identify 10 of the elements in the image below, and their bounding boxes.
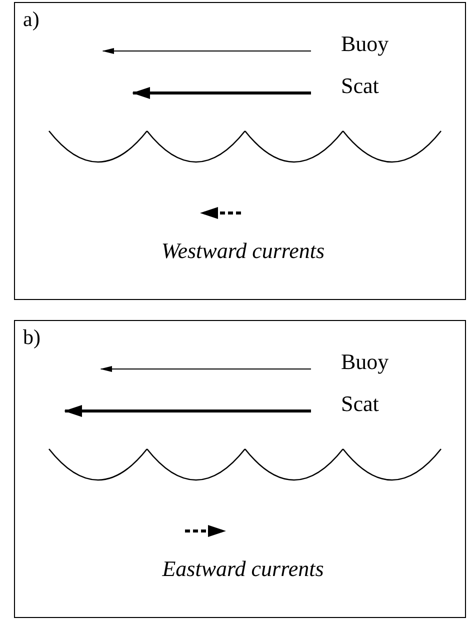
- panel-frame: [14, 320, 466, 618]
- wind-label: Buoy: [341, 33, 389, 55]
- panel-frame: [14, 2, 466, 300]
- wind-label: Buoy: [341, 351, 389, 373]
- wind-label: Scat: [341, 75, 379, 97]
- panel-label: b): [23, 327, 40, 348]
- current-label: Eastward currents: [161, 558, 325, 580]
- current-label: Westward currents: [160, 240, 326, 262]
- panel-label: a): [23, 9, 40, 30]
- wind-label: Scat: [341, 393, 379, 415]
